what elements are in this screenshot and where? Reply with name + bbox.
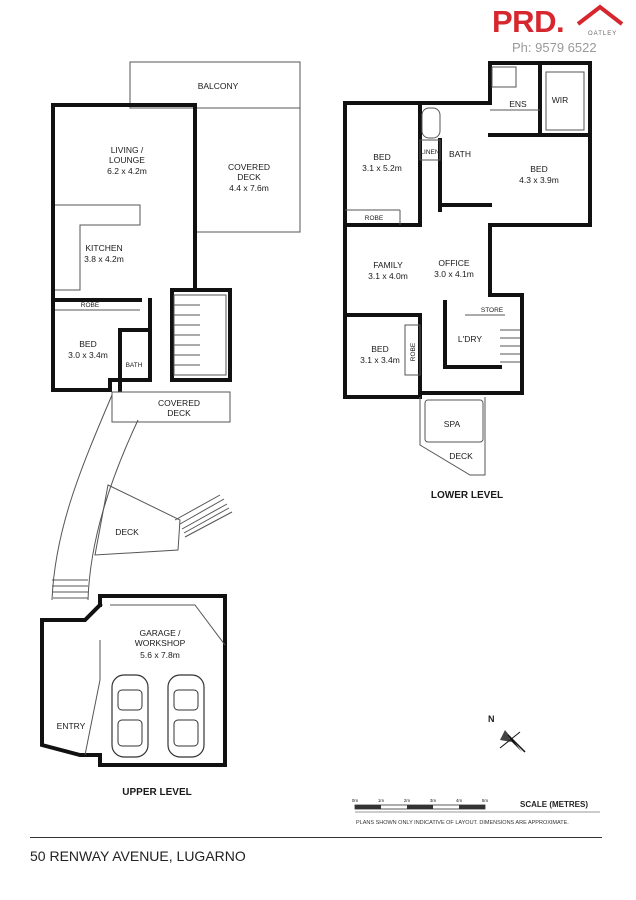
covered-deck-size: 4.4 x 7.6m	[229, 183, 269, 193]
brand-phone: Ph: 9579 6522	[512, 40, 597, 55]
scale-tick-label: 5m	[482, 798, 489, 803]
compass-north-label: N	[488, 714, 495, 724]
upper-outer-wall	[51, 103, 232, 382]
deck-side-stairs	[174, 494, 233, 538]
lower-bath-label: BATH	[449, 149, 471, 159]
garage-size: 5.6 x 7.8m	[140, 650, 180, 660]
kitchen-size: 3.8 x 4.2m	[84, 254, 124, 264]
spa-outline	[424, 399, 484, 443]
lower-bed2-label: BED	[530, 164, 547, 174]
office-size: 3.0 x 4.1m	[434, 269, 474, 279]
footer-divider	[30, 837, 602, 838]
living-label-2: LOUNGE	[109, 155, 145, 165]
garage-label-1: GARAGE /	[139, 628, 181, 638]
walkway-left-edge	[51, 394, 113, 601]
living-size: 6.2 x 4.2m	[107, 166, 147, 176]
lower-bed1-label: BED	[373, 152, 390, 162]
spa-label: SPA	[444, 419, 461, 429]
scale-disclaimer: PLANS SHOWN ONLY INDICATIVE OF LAYOUT. D…	[356, 820, 569, 826]
robe-label: ROBE	[81, 302, 100, 309]
store-label: STORE	[481, 307, 504, 314]
covered-deck-small-label-2: DECK	[167, 408, 191, 418]
covered-deck-label-1: COVERED	[228, 162, 270, 172]
scale-title: SCALE (METRES)	[520, 800, 588, 809]
compass-icon: N	[488, 714, 526, 753]
lower-bed3-size: 3.1 x 3.4m	[360, 355, 400, 365]
lower-level-title: LOWER LEVEL	[431, 490, 503, 501]
scale-tick-label: 0m	[352, 798, 359, 803]
living-label-1: LIVING /	[111, 145, 144, 155]
scale-bar: 0m 1m 2m 3m 4m 5m	[352, 798, 600, 813]
deck-outline	[94, 484, 181, 556]
linen-label: LINEN	[420, 149, 439, 156]
covered-deck-small-label-1: COVERED	[158, 398, 200, 408]
office-label: OFFICE	[438, 258, 469, 268]
covered-deck-label-2: DECK	[237, 172, 261, 182]
kitchen-label: KITCHEN	[85, 243, 122, 253]
deck-label: DECK	[115, 527, 139, 537]
laundry-label: L'DRY	[458, 334, 482, 344]
lower-bed2-size: 4.3 x 3.9m	[519, 175, 559, 185]
brand-office: OATLEY	[588, 31, 618, 37]
brand-logo-text: PRD.	[492, 4, 565, 39]
car-icon	[111, 674, 149, 758]
lower-deck-label: DECK	[449, 451, 473, 461]
upper-bed-size: 3.0 x 3.4m	[68, 350, 108, 360]
upper-stairs	[173, 294, 227, 376]
upper-level-title: UPPER LEVEL	[122, 787, 191, 798]
entry-label: ENTRY	[57, 721, 86, 731]
family-size: 3.1 x 4.0m	[368, 271, 408, 281]
covered-deck-small-outline	[111, 391, 231, 423]
scale-tick-label: 4m	[456, 798, 463, 803]
upper-level-plan: BALCONY LIVING / LOUNGE 6.2 x 4.2m COVER…	[40, 61, 301, 798]
lower-stairs	[500, 329, 520, 363]
scale-tick-label: 2m	[404, 798, 411, 803]
upper-bath-label: BATH	[126, 362, 143, 369]
lower-bed1-size: 3.1 x 5.2m	[362, 163, 402, 173]
property-address: 50 RENWAY AVENUE, LUGARNO	[30, 848, 246, 864]
upper-bed-label: BED	[79, 339, 96, 349]
scale-tick-label: 3m	[430, 798, 437, 803]
lower-bed3-label: BED	[371, 344, 388, 354]
wir-label: WIR	[552, 95, 569, 105]
balcony-label: BALCONY	[198, 81, 239, 91]
scale-tick-label: 1m	[378, 798, 385, 803]
lower-robe-label: ROBE	[365, 215, 384, 222]
car-icon	[167, 674, 205, 758]
lower-robe2-label: ROBE	[410, 342, 417, 361]
garage-label-2: WORKSHOP	[135, 638, 186, 648]
garage-wall	[40, 594, 227, 767]
walkway-steps	[52, 579, 88, 599]
ens-label: ENS	[509, 99, 527, 109]
lower-level-plan: BED 3.1 x 5.2m ROBE LINEN BATH ENS WIR B…	[343, 61, 592, 501]
house-roof-icon	[576, 4, 624, 26]
family-label: FAMILY	[373, 260, 403, 270]
walkway-right-edge	[87, 419, 139, 601]
